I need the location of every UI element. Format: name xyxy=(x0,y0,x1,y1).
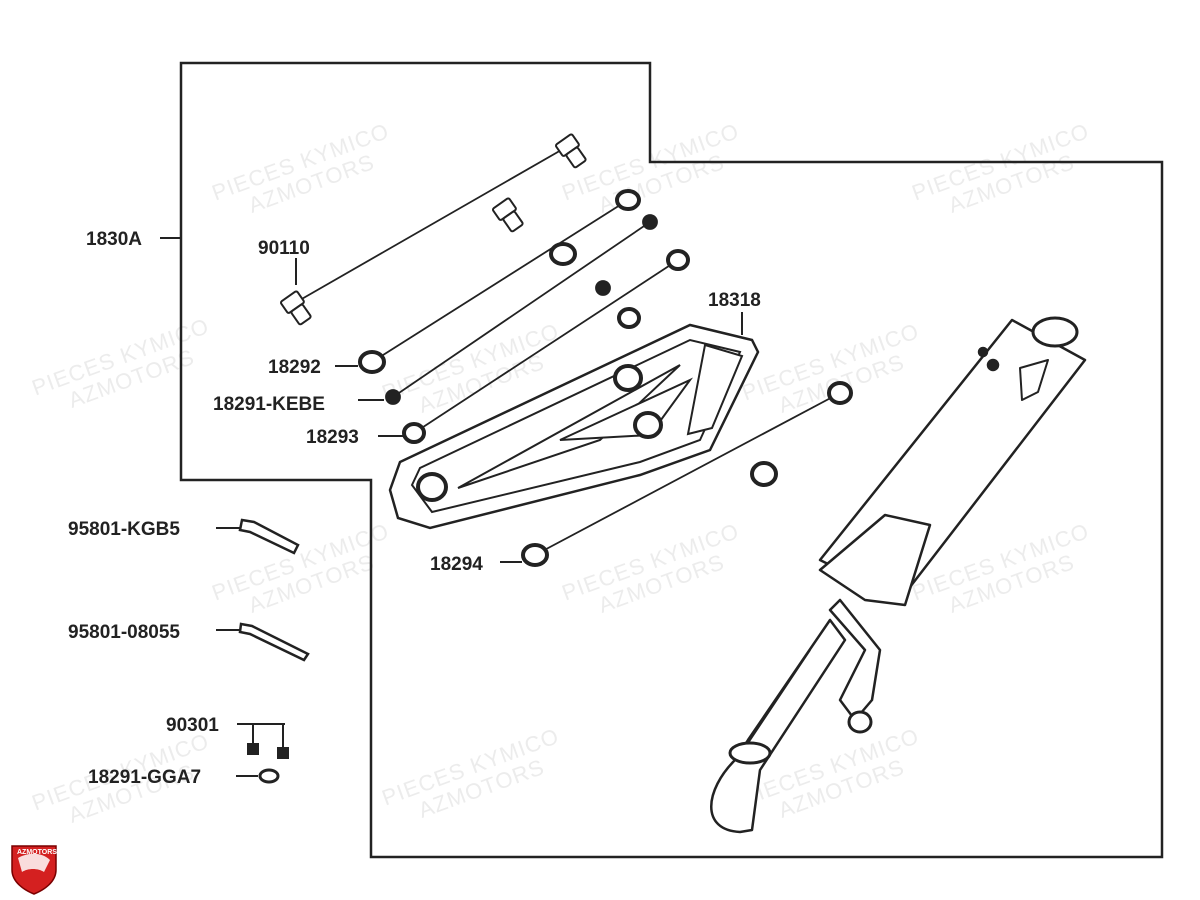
bolt-90301-group xyxy=(237,723,289,759)
part-labels: 1830A 90110 18318 18292 18291-KEBE 18293… xyxy=(68,229,761,788)
label-18292: 18292 xyxy=(268,357,321,378)
washer-icon xyxy=(615,189,641,211)
assembly-outline xyxy=(179,61,1164,859)
washer-18291-gga7 xyxy=(236,768,280,784)
label-95801-08055: 95801-08055 xyxy=(68,622,180,643)
nut-icon xyxy=(595,280,611,296)
washer-18294-group xyxy=(500,381,853,567)
washer-icon xyxy=(549,242,577,266)
label-95801-kgb5: 95801-KGB5 xyxy=(68,519,180,540)
nut-18291-kebe-group xyxy=(358,214,658,405)
washer-icon xyxy=(402,422,426,444)
bolt-90110-group xyxy=(280,133,587,326)
label-18318: 18318 xyxy=(708,290,761,311)
azmotors-logo: AZMOTORS xyxy=(11,845,57,895)
washer-icon xyxy=(666,249,690,271)
bolt-icon xyxy=(492,197,524,233)
label-18291-gga7: 18291-GGA7 xyxy=(88,767,201,788)
bolt-icon xyxy=(555,133,587,169)
mount-hole xyxy=(613,364,643,392)
heat-shield-18318 xyxy=(388,312,760,530)
washer-icon xyxy=(750,461,778,487)
label-90110: 90110 xyxy=(258,238,310,259)
logo-text: AZMOTORS xyxy=(17,849,57,856)
washer-18293-group xyxy=(378,249,690,444)
mount-hole xyxy=(633,411,663,439)
bolt-icon xyxy=(280,290,312,326)
mount-hole xyxy=(416,472,448,502)
label-18291-kebe: 18291-KEBE xyxy=(213,394,325,415)
washer-icon xyxy=(827,381,853,405)
label-1830a: 1830A xyxy=(86,229,142,250)
nut-icon xyxy=(385,389,401,405)
bolt-95801-kgb5 xyxy=(216,518,300,555)
label-90301: 90301 xyxy=(166,715,219,736)
washer-icon xyxy=(358,350,386,374)
bolt-95801-08055 xyxy=(216,622,310,662)
washer-icon xyxy=(521,543,549,567)
washer-18292-group xyxy=(335,189,641,374)
nut-icon xyxy=(642,214,658,230)
muffler xyxy=(710,316,1087,834)
label-18293: 18293 xyxy=(306,427,359,448)
washer-icon xyxy=(617,307,641,329)
label-18294: 18294 xyxy=(430,554,483,575)
